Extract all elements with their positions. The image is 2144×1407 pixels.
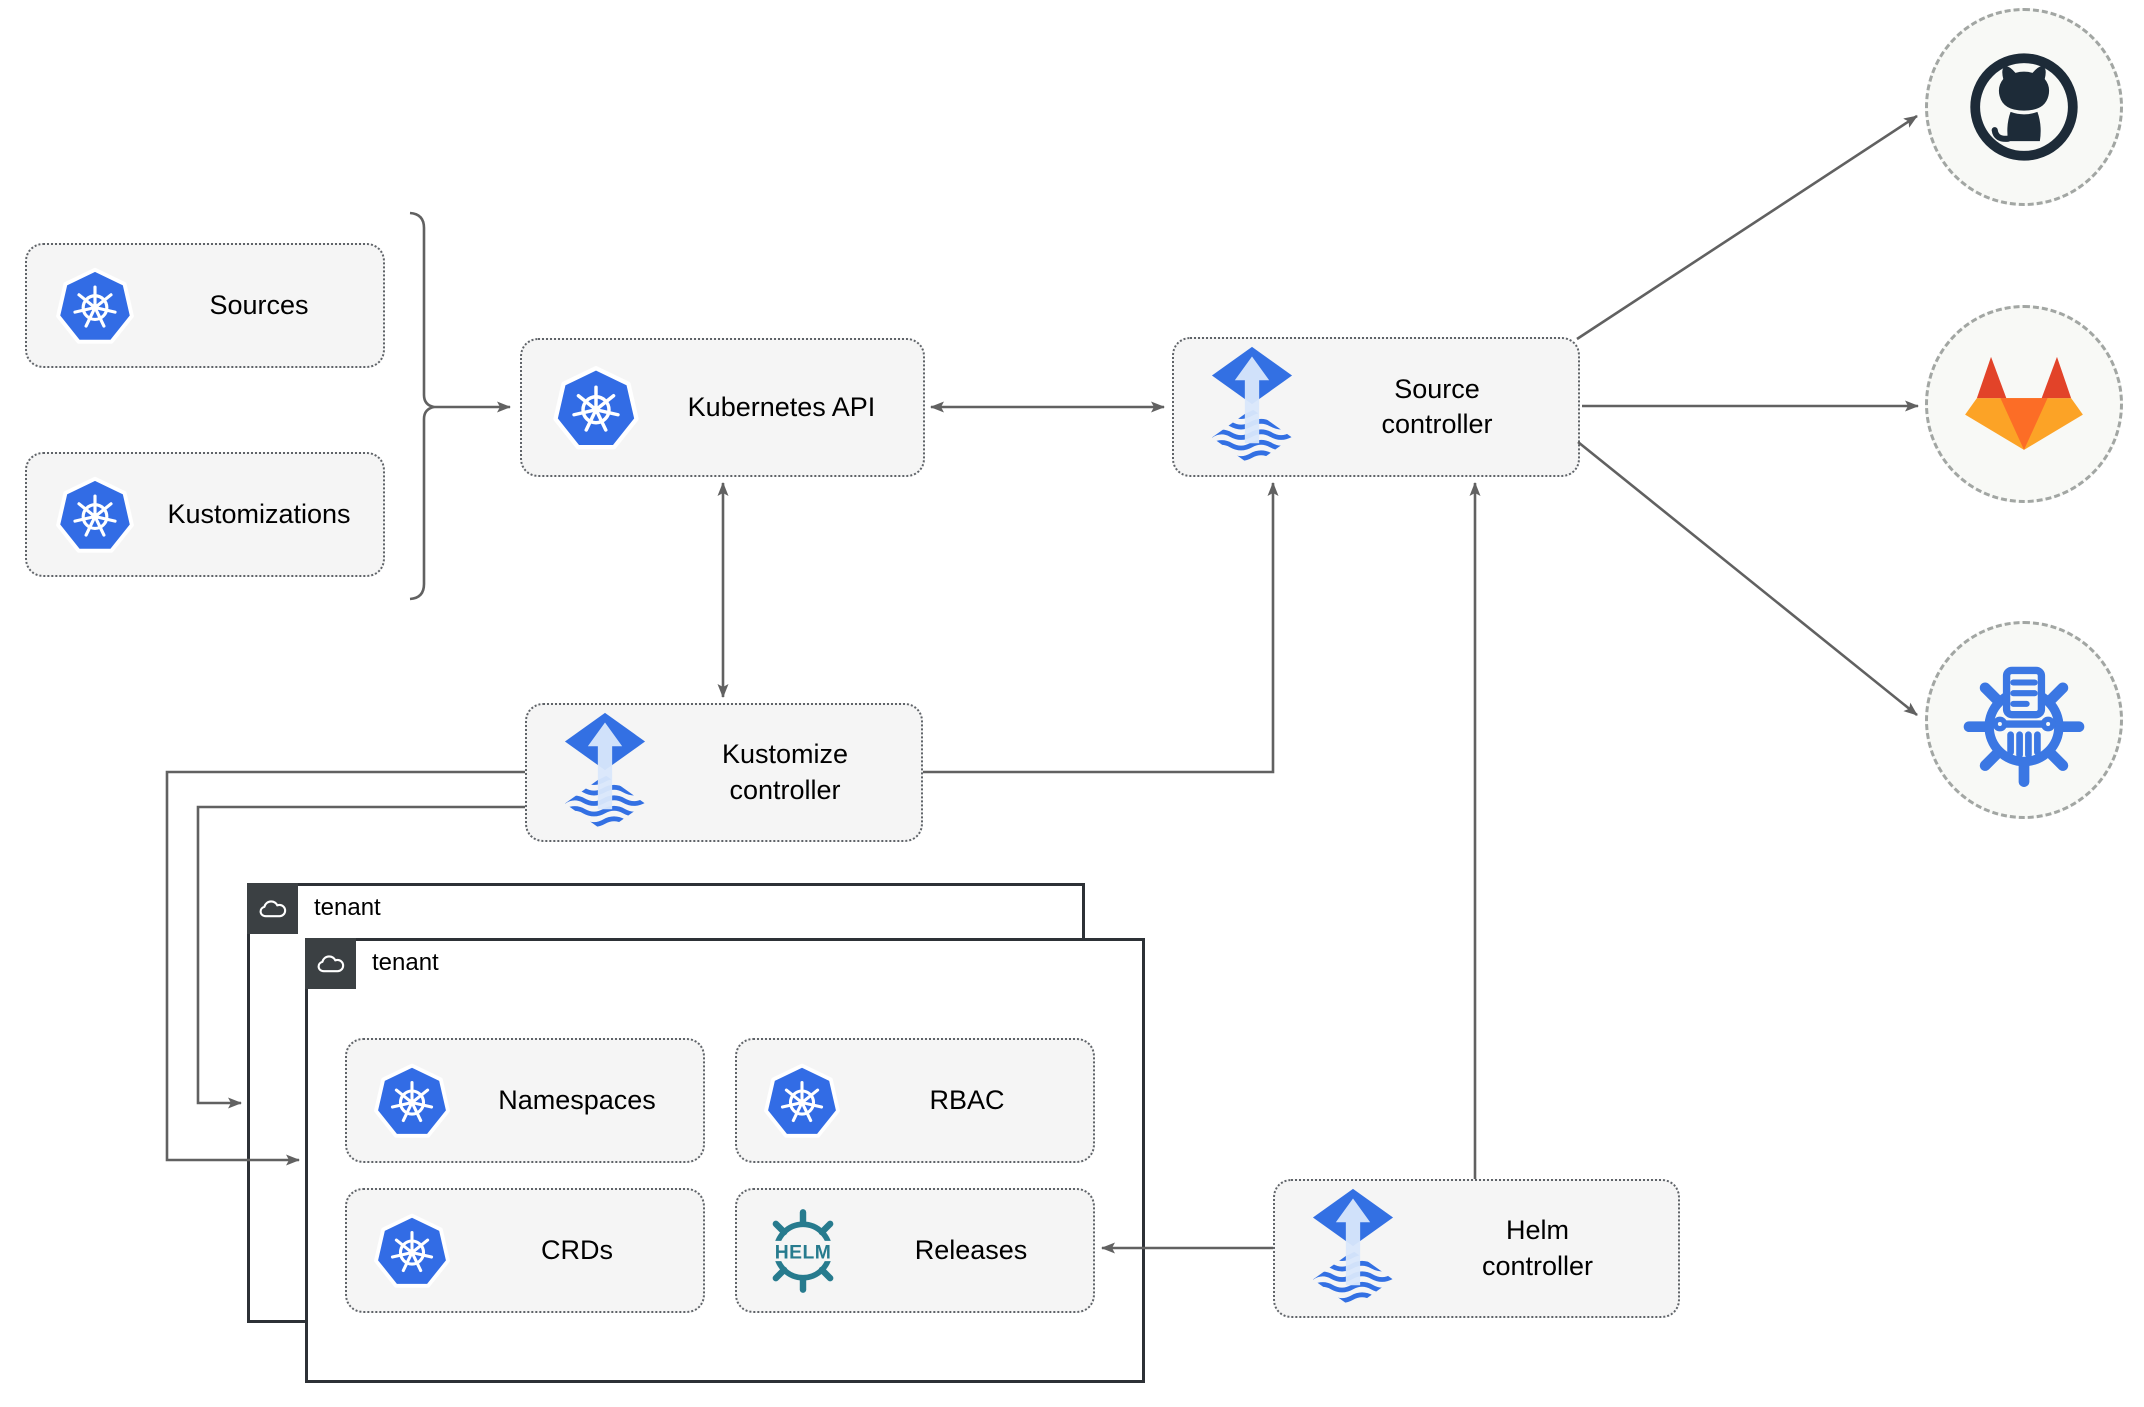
- gitlab-tanuki-icon: [1965, 356, 2083, 450]
- kubernetes-wheel-icon: [373, 1211, 451, 1291]
- external-gitlab: [1925, 305, 2123, 503]
- node-rbac-label: RBAC: [929, 1084, 1005, 1115]
- external-github: [1925, 8, 2123, 206]
- cloud-icon: [259, 899, 286, 917]
- node-helm-controller-label: Helm controller: [1481, 1215, 1594, 1281]
- cloud-icon: [317, 954, 344, 972]
- node-kustomizations-label: Kustomizations: [167, 498, 351, 529]
- kubernetes-wheel-icon: [763, 1061, 841, 1141]
- node-kustomize-controller: Kustomize controller: [525, 703, 923, 842]
- node-source-controller-label: Source controller: [1381, 373, 1493, 439]
- node-crds-label: CRDs: [541, 1234, 613, 1265]
- tenant-back-label: tenant: [314, 894, 381, 921]
- tenant-front-label: tenant: [372, 949, 439, 976]
- helm-repository-icon: [1957, 653, 2091, 787]
- node-kubernetes-api-label: Kubernetes API: [687, 391, 876, 422]
- node-rbac: RBAC: [735, 1038, 1095, 1163]
- flux-gitops-icon: [1208, 345, 1296, 469]
- node-kustomize-controller-label: Kustomize controller: [721, 739, 849, 805]
- node-kustomizations: Kustomizations: [25, 452, 385, 577]
- edge-source-to-github: [1576, 114, 1918, 341]
- node-namespaces-label: Namespaces: [498, 1084, 656, 1115]
- edge-source-to-helm-repository: [1577, 440, 1918, 717]
- node-releases-label: Releases: [914, 1234, 1028, 1265]
- node-kubernetes-api: Kubernetes API: [520, 338, 925, 477]
- node-helm-controller: Helm controller: [1273, 1179, 1680, 1318]
- node-sources-label: Sources: [209, 289, 309, 320]
- node-namespaces: Namespaces: [345, 1038, 705, 1163]
- brace-sources-group: [409, 211, 435, 601]
- github-octocat-icon: [1963, 46, 2085, 168]
- node-crds: CRDs: [345, 1188, 705, 1313]
- node-releases: HELM Releases: [735, 1188, 1095, 1313]
- edge-kustomize-to-source: [923, 482, 1279, 774]
- helm-logo-text: HELM: [775, 1242, 832, 1263]
- tenant-back-tab: [247, 883, 298, 934]
- tenant-front-tab: [305, 938, 356, 989]
- node-sources: Sources: [25, 243, 385, 368]
- flux-gitops-icon: [1309, 1187, 1397, 1311]
- external-helm-repository: [1925, 621, 2123, 819]
- kubernetes-wheel-icon: [55, 265, 135, 347]
- kubernetes-wheel-icon: [55, 474, 135, 556]
- kubernetes-wheel-icon: [552, 363, 640, 453]
- flux-gitops-icon: [561, 711, 649, 835]
- helm-wheel-icon: HELM: [757, 1205, 849, 1297]
- kubernetes-wheel-icon: [373, 1061, 451, 1141]
- node-source-controller: Source controller: [1172, 337, 1580, 477]
